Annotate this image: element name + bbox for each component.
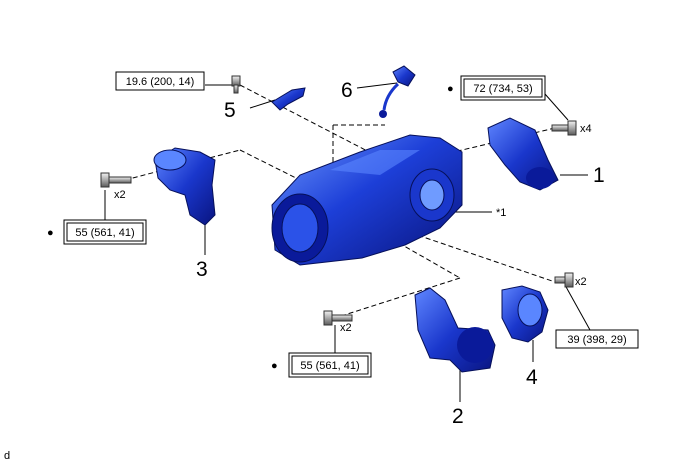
torque-box-left: 55 (561, 41) (63, 219, 147, 245)
qty-bolt-left: x2 (114, 189, 126, 201)
qty-bolt-top-right: x4 (580, 123, 592, 135)
part-6-sensor (379, 65, 416, 118)
part-1-bracket (487, 117, 559, 191)
qty-bolt-bottom-right: x2 (575, 276, 587, 288)
part-3-bracket (153, 147, 216, 226)
torque-box-top-left: 19.6 (200, 14) (115, 71, 205, 91)
torque-box-right-bottom: 39 (398, 29) (555, 329, 639, 349)
torque-left-text: 55 (561, 41) (75, 227, 134, 239)
torque-bottom-text: 55 (561, 41) (300, 360, 359, 372)
torque-top-left-text: 19.6 (200, 14) (126, 76, 195, 88)
torque-right-bottom-text: 39 (398, 29) (567, 334, 626, 346)
bolt-bottom-right (554, 272, 574, 288)
torque-top-right-text: 72 (734, 53) (473, 83, 532, 95)
torque-box-top-right: 72 (734, 53) (460, 75, 546, 101)
bolt-left (100, 172, 132, 188)
part-5-bracket (271, 87, 306, 111)
differential-assembly (271, 134, 463, 266)
bolt-bottom (323, 310, 353, 326)
figure-code: d (4, 450, 10, 462)
callout-6: 6 (341, 79, 353, 102)
callout-4: 4 (526, 366, 538, 389)
bullet-left: ● (47, 227, 54, 239)
qty-bolt-bottom: x2 (340, 322, 352, 334)
callout-1: 1 (593, 164, 605, 187)
leader-lines (104, 82, 591, 402)
callout-star-1: *1 (496, 207, 506, 219)
callout-5: 5 (224, 99, 236, 122)
torque-box-bottom: 55 (561, 41) (288, 352, 372, 378)
bullet-top-right: ● (447, 83, 454, 95)
bolt-top-right (551, 120, 577, 136)
bullet-bottom: ● (271, 360, 278, 372)
part-4-mount (501, 285, 549, 343)
bolt-top-left (231, 75, 241, 94)
part-2-mount (414, 287, 496, 373)
callout-2: 2 (452, 405, 464, 428)
callout-3: 3 (196, 258, 208, 281)
